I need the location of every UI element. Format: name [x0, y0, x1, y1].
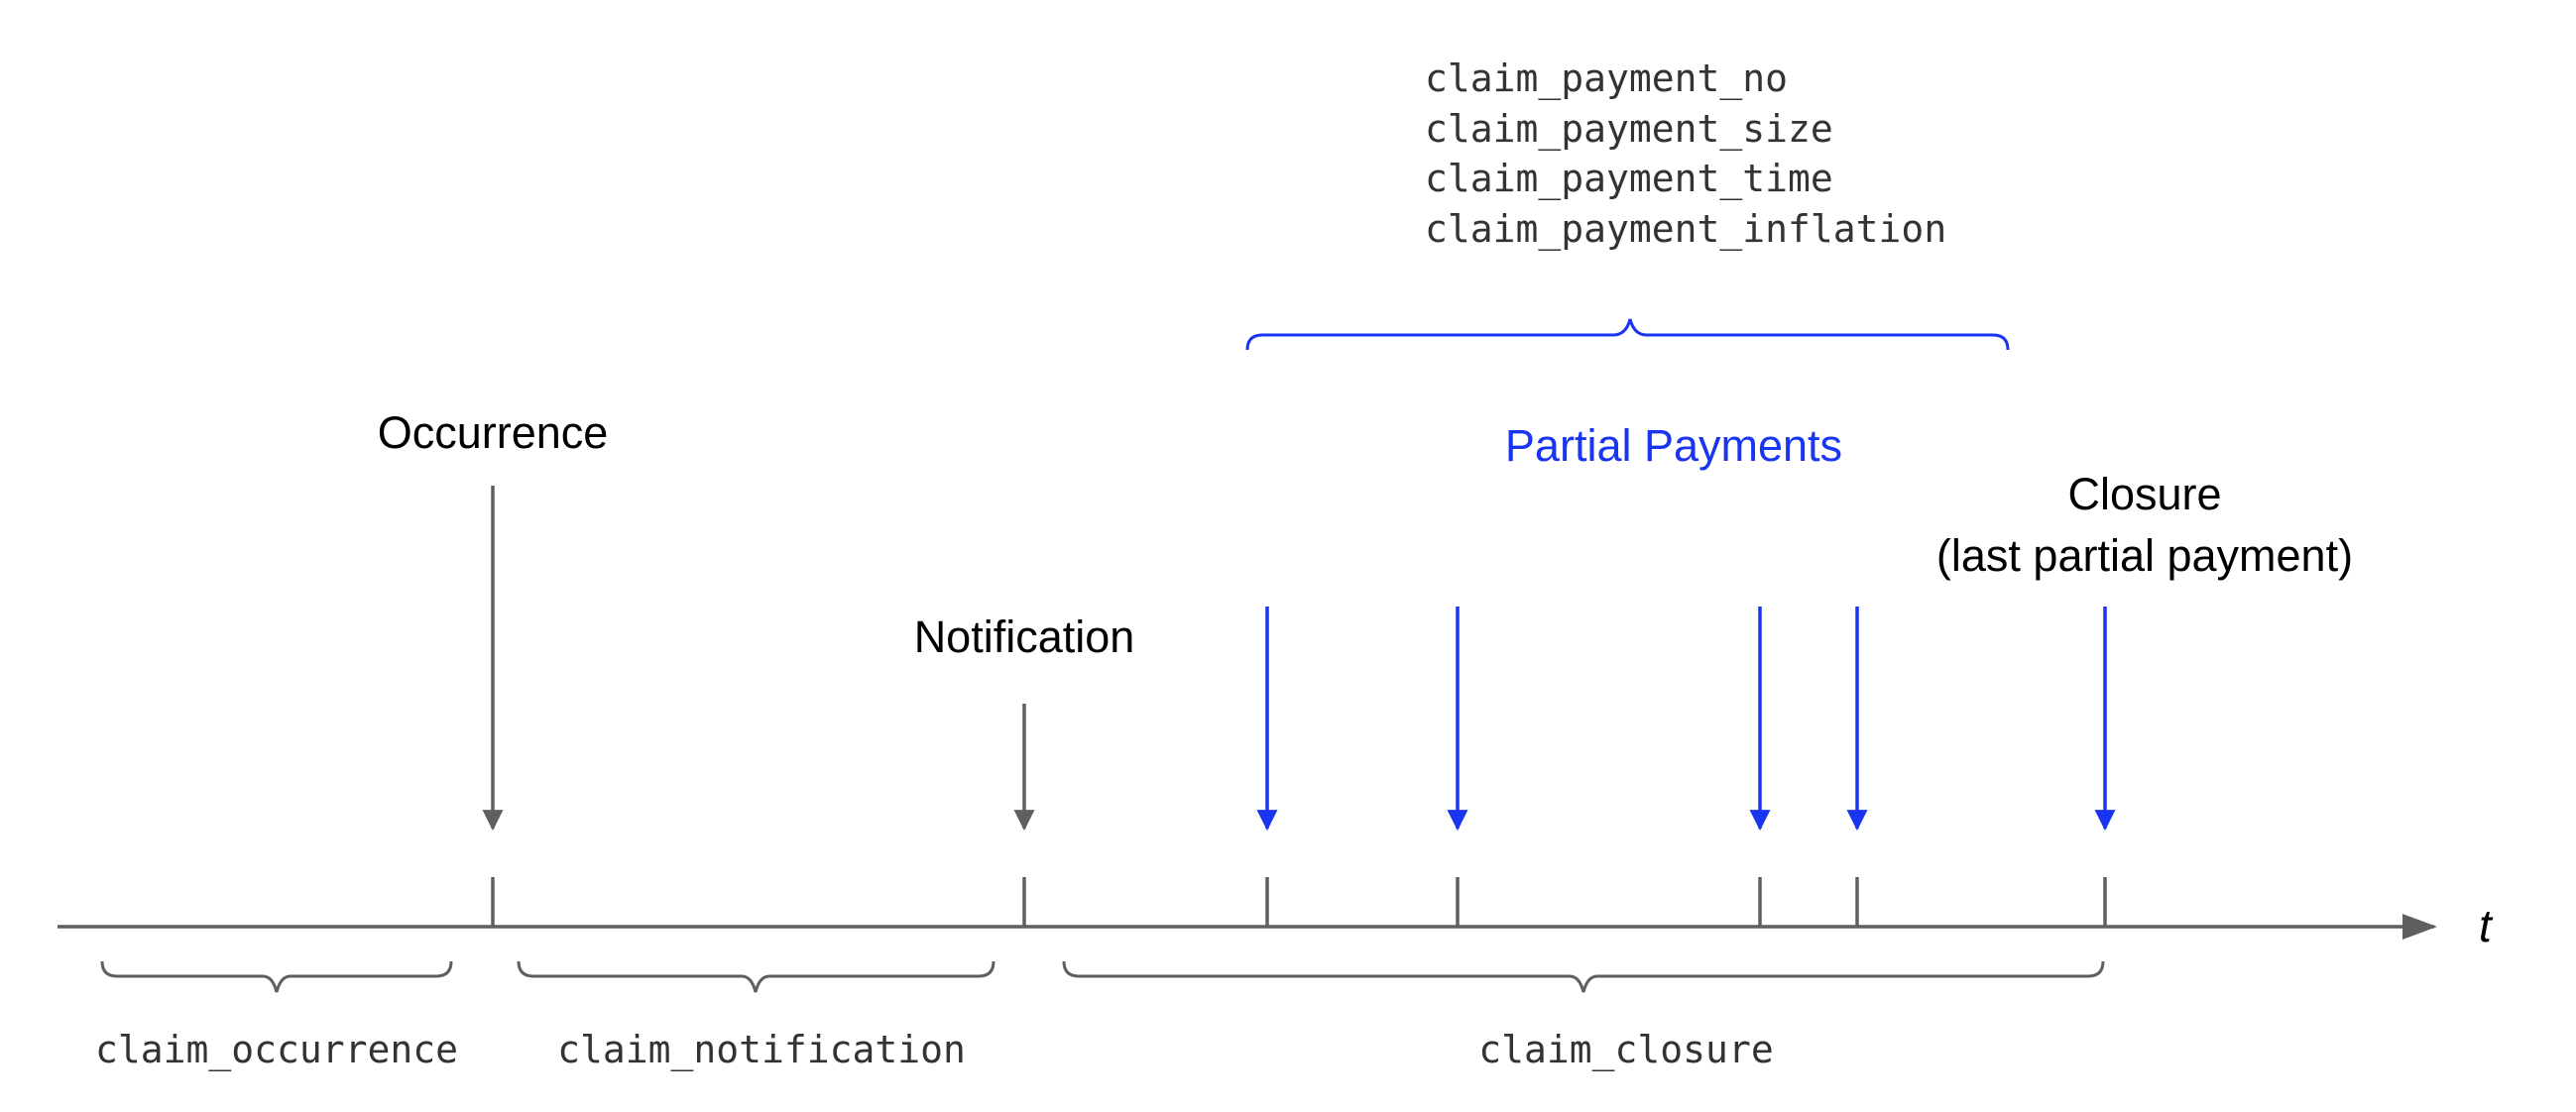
closure-interval-brace: [1062, 960, 2105, 993]
partial-payments-label: Partial Payments: [1505, 420, 1842, 471]
payment-variable: claim_payment_inflation: [1425, 207, 1946, 252]
payment-variable: claim_payment_time: [1425, 157, 1833, 201]
partial-payment-arrows: [1256, 607, 2116, 832]
notification-label: Notification: [914, 612, 1135, 662]
closure-label-line2: (last partial payment): [1936, 530, 2353, 581]
claim-notification-label: claim_notification: [557, 1028, 966, 1072]
time-axis-label: t: [2479, 900, 2494, 951]
payment-variables: claim_payment_no claim_payment_size clai…: [1425, 56, 1946, 252]
claim-closure-label: claim_closure: [1478, 1028, 1773, 1072]
payment-variable: claim_payment_size: [1425, 107, 1833, 152]
payment-variable: claim_payment_no: [1425, 56, 1788, 101]
occurrence-interval-brace: [100, 960, 453, 993]
closure-label-line1: Closure: [2067, 469, 2221, 519]
time-axis-arrowhead: [2402, 914, 2437, 940]
notification-interval-brace: [517, 960, 995, 993]
claim-occurrence-label: claim_occurrence: [95, 1028, 458, 1072]
occurrence-label: Occurrence: [378, 407, 609, 458]
partial-payments-brace: [1245, 318, 2010, 351]
axis-ticks: [491, 877, 2107, 927]
